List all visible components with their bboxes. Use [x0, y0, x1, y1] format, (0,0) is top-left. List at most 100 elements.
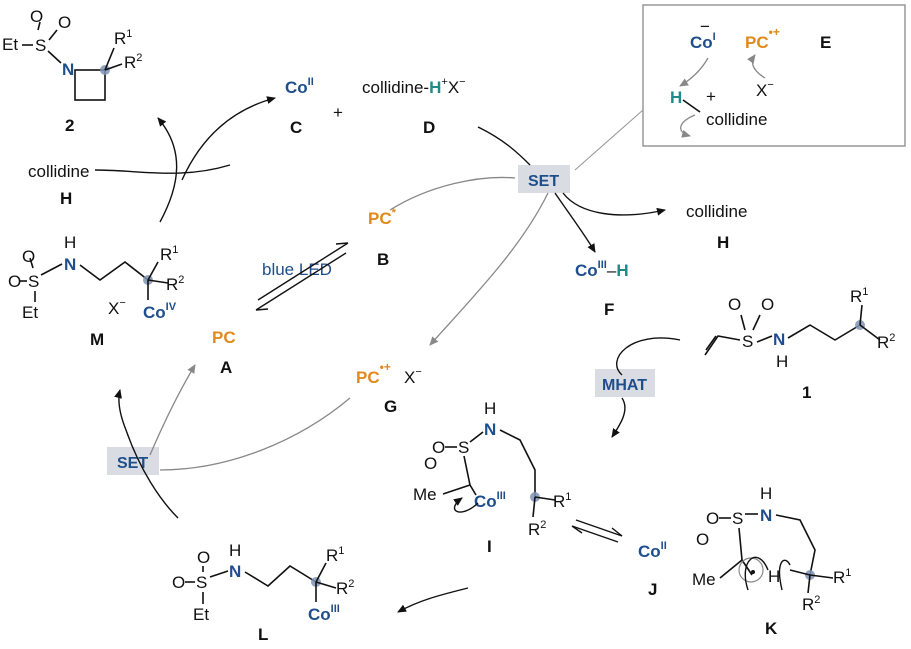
methyl-label: Me: [413, 485, 437, 504]
compound-id: 2: [65, 116, 74, 135]
carbon-chain: [79, 260, 149, 281]
ethyl-label: Et: [193, 605, 209, 624]
equilibrium-arrow-reverse: [571, 525, 619, 543]
r2-label: R2: [336, 578, 354, 598]
reaction-arrow: [429, 192, 549, 346]
radical-dot: [751, 570, 755, 574]
intermediate-L-alkyl-cobalt: O S O N H Et R1 R2 CoIII L: [172, 541, 354, 644]
oxygen-label: O: [424, 454, 437, 473]
species-I-id: I: [487, 537, 492, 556]
sulfur-label: S: [458, 438, 469, 457]
sulfur-label: S: [732, 509, 743, 528]
reaction-arrow: [157, 117, 178, 223]
carbon-chain: [787, 324, 861, 341]
carbon-chain: [244, 565, 317, 587]
species-D-formula: collidine-H+X−: [362, 76, 466, 97]
reaction-arrow: [114, 389, 179, 519]
r1-label: R1: [114, 28, 132, 48]
ethyl-label: Et: [2, 35, 18, 54]
azetidine-ring: [74, 69, 106, 101]
reaction-arrow: [477, 126, 531, 166]
nh-hydrogen-label: H: [776, 352, 788, 371]
bond: [682, 99, 701, 113]
species-F-id: F: [604, 300, 614, 319]
minus-sign: −: [700, 17, 710, 36]
counterion-X-label: X−: [108, 297, 126, 318]
bond: [756, 335, 773, 343]
bond: [209, 570, 229, 578]
nh-hydrogen-label: H: [760, 484, 772, 503]
species-F-cobalt-hydride: CoIII–H: [575, 259, 629, 280]
bond: [40, 263, 63, 276]
product-2-azetidine: Et S O O N R1 R2 2: [2, 7, 142, 135]
species-E-box: CoI − PC•+ E H + collidine X−: [642, 4, 906, 147]
oxygen-label: O: [197, 548, 210, 567]
oxygen-label: O: [58, 13, 71, 32]
hydrogen-label: H: [670, 88, 682, 107]
set-badge-label: SET: [528, 173, 559, 190]
arrow-barb: [335, 242, 349, 245]
oxygen-label: O: [172, 573, 185, 592]
vinyl-group: [704, 335, 741, 356]
species-A-id: A: [220, 358, 232, 377]
oxygen-label: O: [728, 295, 741, 314]
species-E-id: E: [820, 33, 831, 52]
bond: [859, 324, 881, 341]
curved-arrow: [747, 54, 766, 79]
species-C-id: C: [290, 118, 302, 137]
collidine-label: collidine: [28, 162, 89, 181]
substrate-1-vinyl-sulfonamide: S O O N H R1 R2 1: [704, 286, 895, 402]
bond: [741, 559, 753, 576]
oxygen-label: O: [696, 530, 709, 549]
set-badge-label: SET: [117, 455, 148, 472]
mhat-badge-label: MHAT: [602, 377, 647, 394]
oxygen-label: O: [8, 272, 21, 291]
bond: [534, 496, 556, 501]
equilibrium-arrow-forward: [575, 519, 623, 537]
bond: [752, 314, 761, 331]
r2-label: R2: [528, 519, 546, 539]
species-G-counterion: X−: [404, 366, 422, 387]
bond: [859, 304, 863, 326]
equilibrium-arrow-reverse: [255, 252, 347, 311]
oxygen-label: O: [432, 438, 445, 457]
r2-label: R2: [877, 332, 895, 352]
nitrogen-label: N: [62, 60, 74, 79]
nitrogen-label: N: [484, 420, 496, 439]
bond: [719, 559, 743, 579]
sulfur-label: S: [742, 332, 753, 351]
species-C-cobalt: CoII: [285, 76, 314, 97]
oxygen-label: O: [761, 295, 774, 314]
oxygen-label: O: [22, 247, 35, 266]
nh-hydrogen-label: H: [64, 233, 76, 252]
bond: [29, 257, 34, 269]
reaction-arrow: [554, 192, 596, 253]
cobalt-I-label: CoI: [690, 31, 716, 52]
carbon-chain: [775, 514, 816, 576]
r1-label: R1: [553, 491, 571, 511]
nitrogen-label: N: [760, 506, 772, 525]
species-G-id: G: [384, 397, 397, 416]
reaction-arrow: [397, 587, 469, 613]
reaction-arrow: [181, 96, 276, 181]
reaction-arrow: [389, 176, 516, 211]
equilibrium-arrow-forward: [257, 242, 349, 301]
arrow-barb: [255, 308, 269, 311]
bond: [315, 562, 327, 583]
collidine-label: collidine: [686, 202, 747, 221]
reaction-arrow: [159, 397, 351, 471]
sulfur-label: S: [35, 36, 46, 55]
bond: [48, 29, 58, 41]
nh-hydrogen-label: H: [484, 399, 496, 418]
curved-arrow: [680, 114, 696, 138]
species-D-id: D: [423, 118, 435, 137]
bond: [809, 574, 834, 579]
bond: [469, 484, 477, 496]
set-badge: [518, 165, 570, 193]
plus-sign: +: [706, 87, 716, 106]
cobalt-III-label: CoIII: [474, 490, 506, 511]
r2-label: R2: [166, 274, 184, 294]
bond: [532, 496, 536, 518]
bond: [104, 63, 123, 71]
bond: [37, 21, 41, 31]
